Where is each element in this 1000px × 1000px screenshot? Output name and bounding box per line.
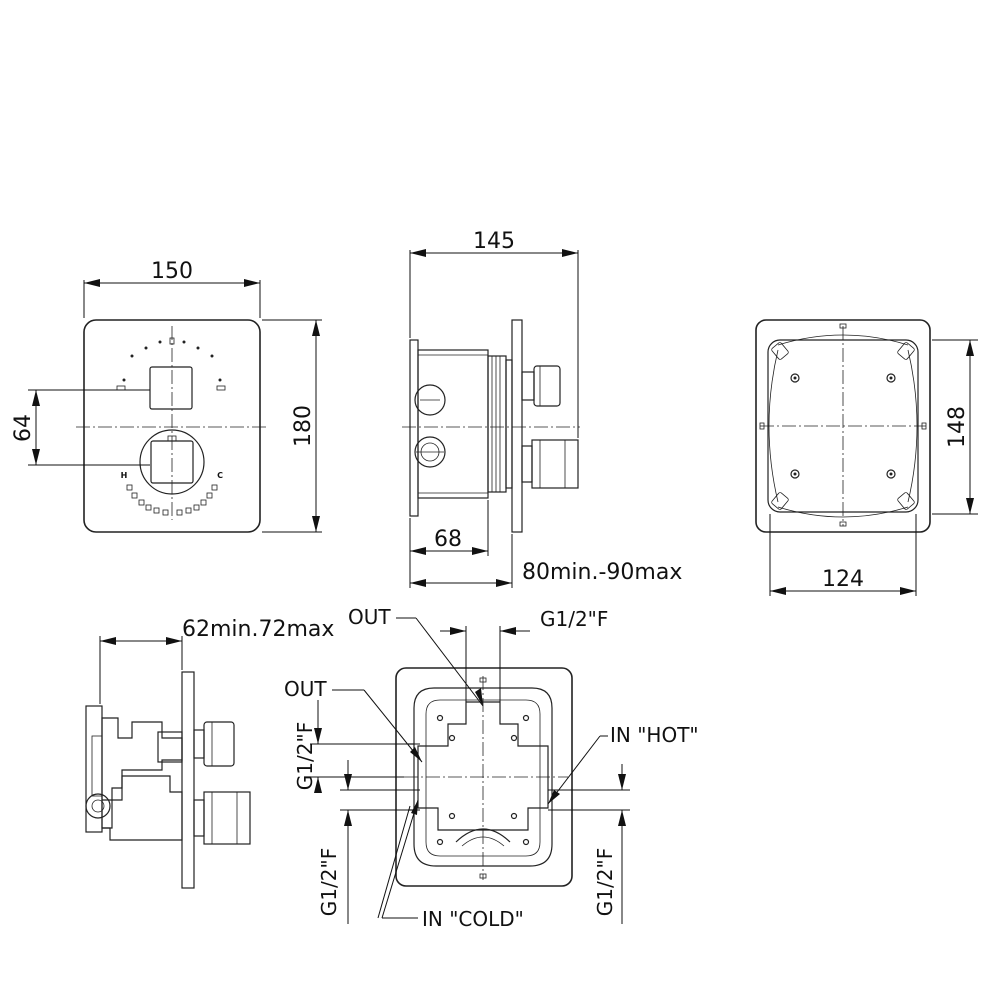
front-plate-outline — [83, 319, 261, 533]
thermostat-knob — [139, 429, 205, 495]
thread-left-label: G1/2"F — [293, 722, 317, 790]
cold-mark: C — [217, 471, 223, 480]
valve-body-upper — [101, 717, 183, 829]
in-cold-label: IN "COLD" — [422, 907, 524, 931]
connection-box-outline — [413, 687, 553, 867]
thread-bottom-right-label: G1/2"F — [593, 848, 617, 916]
thread-top-label: G1/2"F — [540, 607, 608, 631]
diverter-knob — [149, 366, 193, 410]
side-box-body — [417, 349, 489, 499]
side-depth-dim: 145 — [473, 229, 515, 254]
valve-plate — [181, 671, 195, 889]
side-view: 145 68 80min.-90max — [402, 229, 682, 588]
hot-mark: H — [121, 471, 128, 480]
side-range-dim: 80min.-90max — [522, 560, 682, 585]
thread-bottom-left-label: G1/2"F — [317, 848, 341, 916]
connection-view: G1/2"F OUT OUT G1/2"F G1/2"F IN "HOT" — [284, 605, 699, 931]
out-top-label: OUT — [348, 605, 391, 629]
back-height-dim: 148 — [945, 406, 970, 448]
front-view: H C 150 180 — [11, 259, 322, 533]
front-height-dim: 180 — [291, 405, 316, 447]
front-offset-dim: 64 — [11, 414, 36, 442]
front-width-dim: 150 — [151, 259, 193, 284]
back-plate-outline — [755, 319, 931, 533]
back-width-dim: 124 — [822, 567, 864, 592]
in-hot-label: IN "HOT" — [610, 723, 699, 747]
temperature-scale — [126, 484, 218, 516]
side-plate — [511, 319, 523, 533]
valve-range-dim: 62min.72max — [182, 617, 334, 642]
valve-body-lower — [102, 775, 183, 841]
side-box-dim: 68 — [434, 527, 462, 552]
valve-side-view: 62min.72max — [85, 617, 334, 889]
valve-cross-body — [417, 701, 549, 831]
out-left-label: OUT — [284, 677, 327, 701]
back-view: 124 148 — [755, 319, 978, 596]
